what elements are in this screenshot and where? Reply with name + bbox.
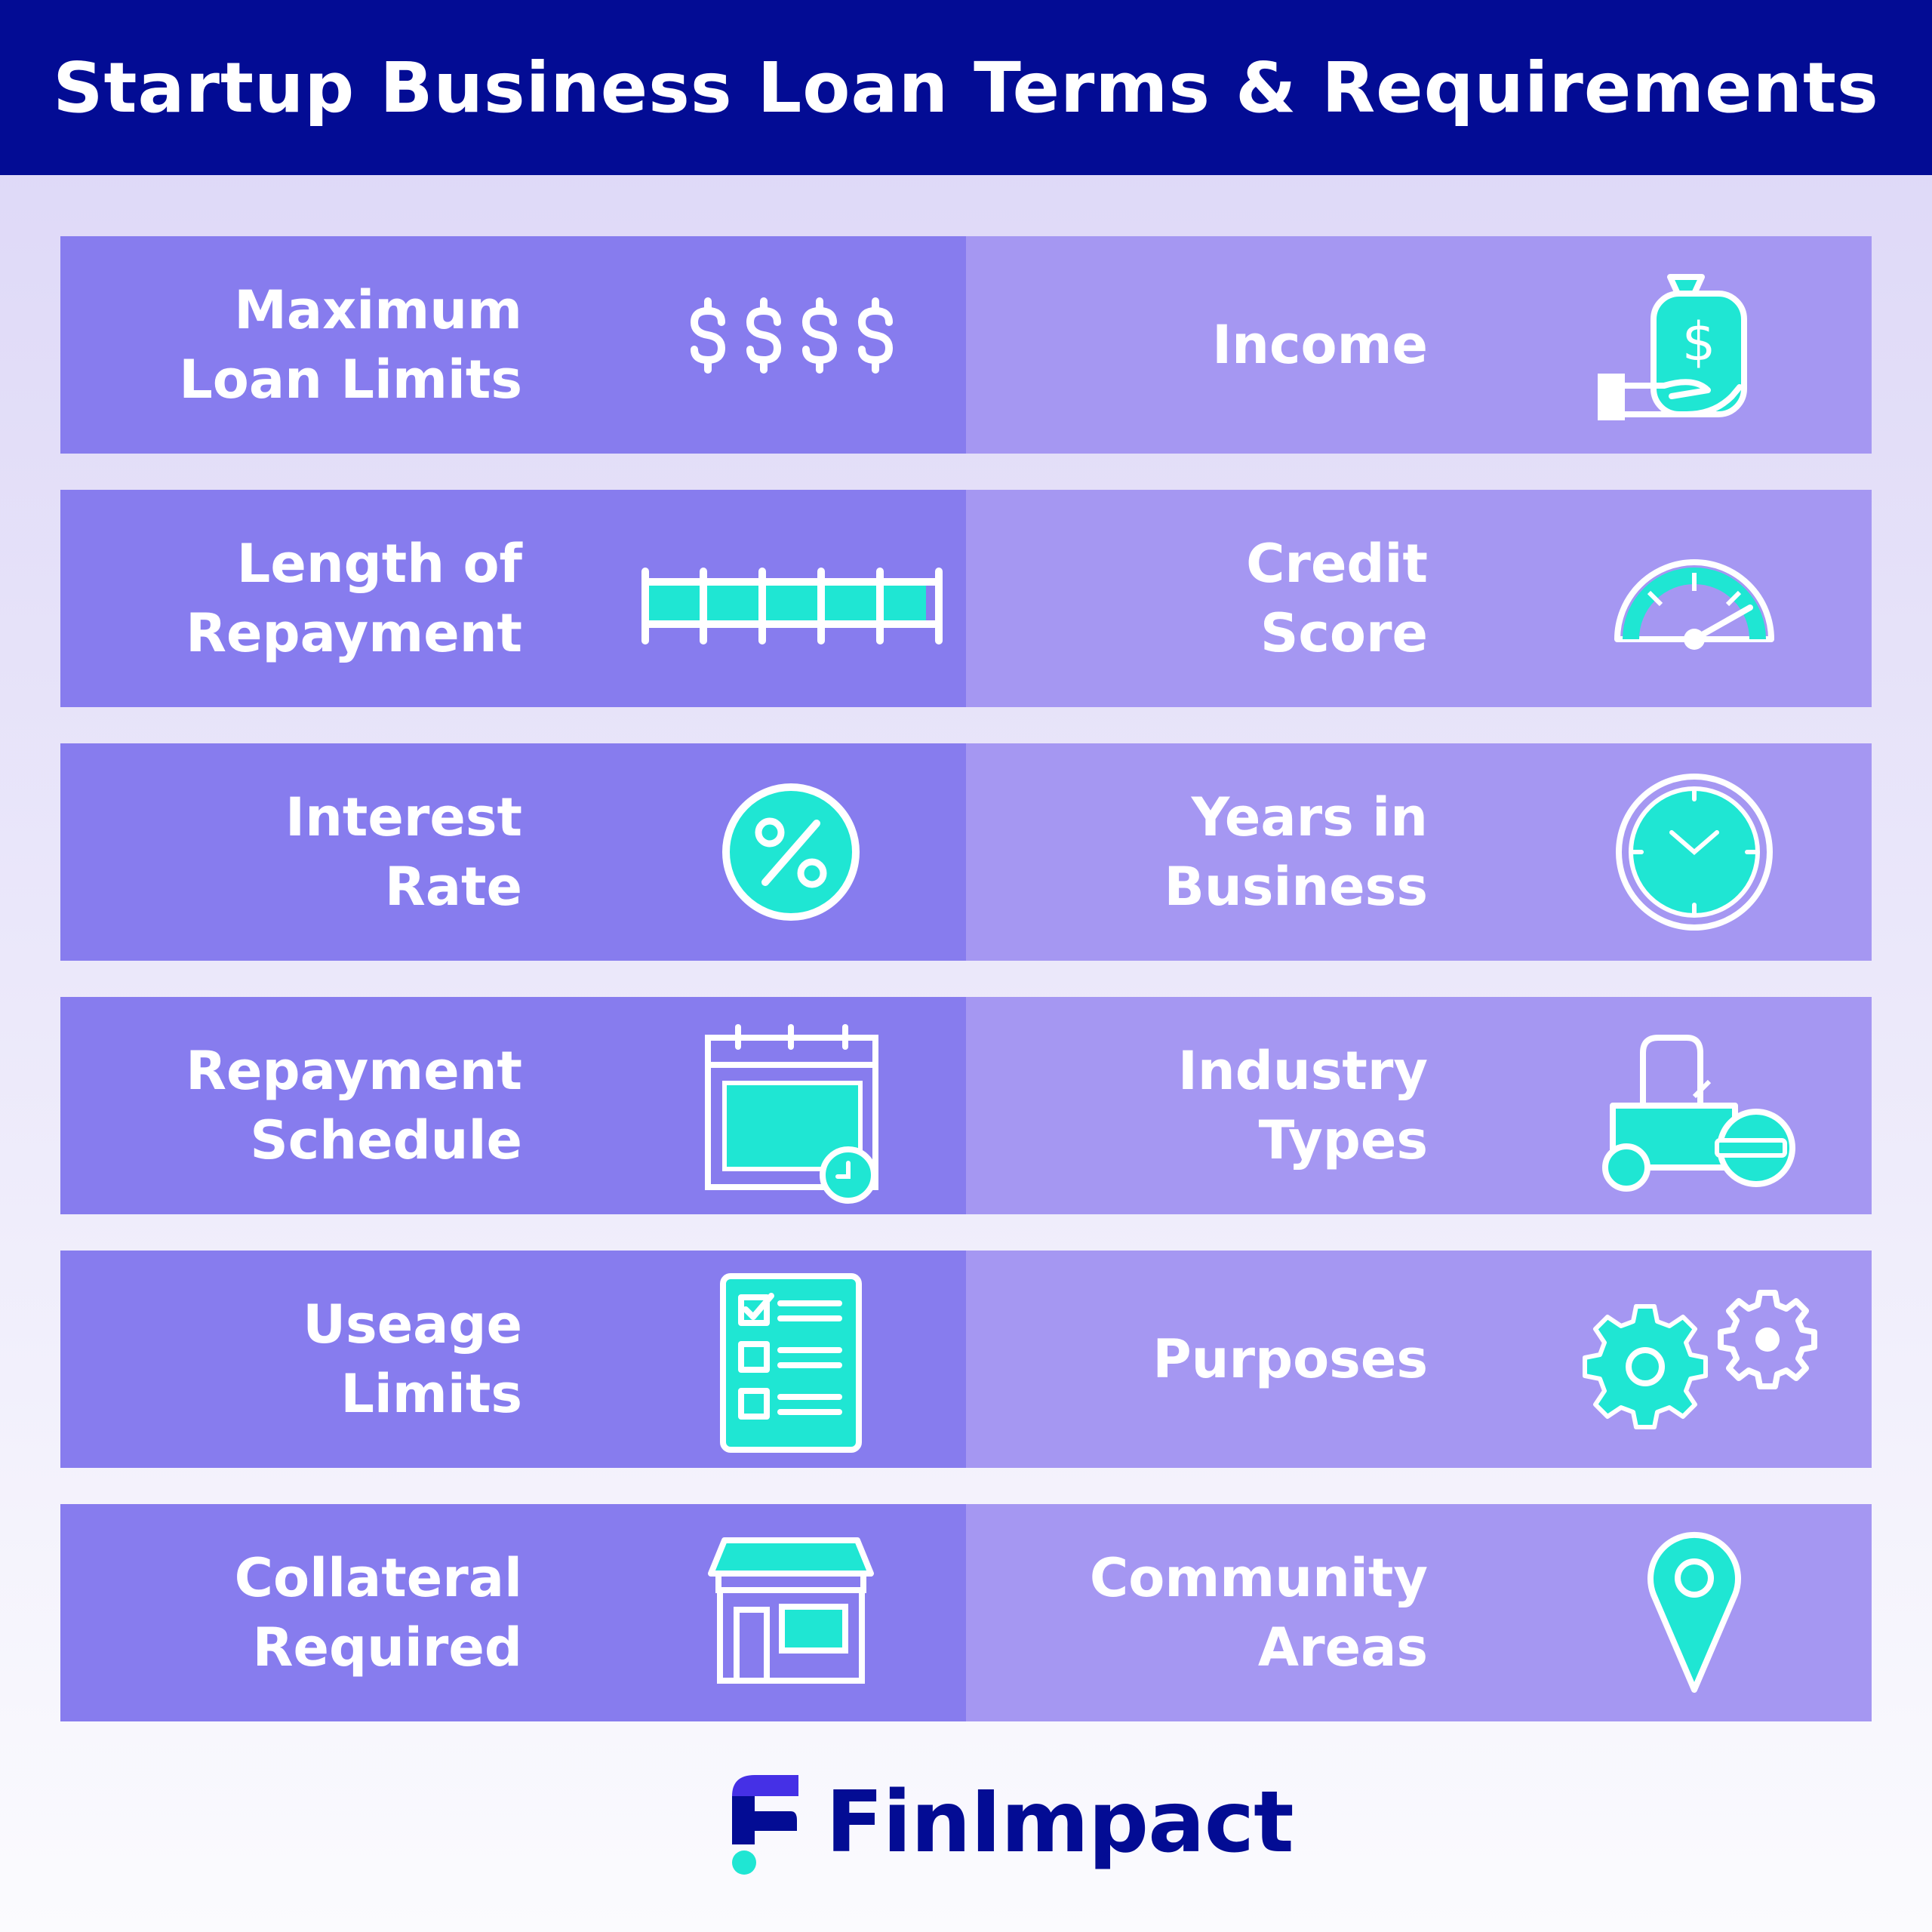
- svg-text:$: $: [1682, 311, 1716, 373]
- brand-footer: FinImpact: [724, 1766, 1294, 1879]
- row-6: Collateral Required Community Areas: [60, 1504, 1872, 1721]
- label-purposes: Purposes: [1152, 1328, 1428, 1390]
- cell-length-of-repayment: Length of Repayment: [60, 490, 966, 707]
- gears-icon: [1570, 1261, 1826, 1457]
- finimpact-logo: [724, 1766, 808, 1879]
- label-income: Income: [1212, 314, 1428, 376]
- percent-icon: [678, 754, 904, 950]
- storefront-icon: [678, 1515, 904, 1711]
- cell-max-loan-limits: Maximum Loan Limits: [60, 236, 966, 454]
- cell-repayment-schedule: Repayment Schedule: [60, 997, 966, 1214]
- cell-income: Income $: [966, 236, 1872, 454]
- label-useage-limits: Useage Limits: [303, 1294, 522, 1425]
- label-credit-score: Credit Score: [1246, 533, 1428, 664]
- location-pin-icon: [1581, 1515, 1807, 1711]
- cell-credit-score: Credit Score: [966, 490, 1872, 707]
- label-repayment-schedule: Repayment Schedule: [186, 1040, 522, 1171]
- label-community-areas: Community Areas: [1089, 1547, 1428, 1678]
- page-title: Startup Business Loan Terms & Requiremen…: [53, 47, 1879, 128]
- cell-industry-types: Industry Types: [966, 997, 1872, 1214]
- calendar-clock-icon: [678, 1008, 904, 1204]
- cell-interest-rate: Interest Rate: [60, 743, 966, 961]
- checklist-icon: [678, 1261, 904, 1457]
- cell-useage-limits: Useage Limits: [60, 1251, 966, 1468]
- label-max-loan-limits: Maximum Loan Limits: [179, 279, 522, 411]
- gauge-icon: [1581, 500, 1807, 697]
- clock-icon: [1581, 754, 1807, 950]
- label-collateral-required: Collateral Required: [234, 1547, 522, 1678]
- label-industry-types: Industry Types: [1177, 1040, 1428, 1171]
- header-banner: Startup Business Loan Terms & Requiremen…: [0, 0, 1932, 175]
- row-2: Length of Repayment Credit Score: [60, 490, 1872, 707]
- cell-purposes: Purposes: [966, 1251, 1872, 1468]
- brand-name: FinImpact: [826, 1774, 1294, 1872]
- cell-years-in-business: Years in Business: [966, 743, 1872, 961]
- row-1: Maximum Loan Limits: [60, 236, 1872, 454]
- label-interest-rate: Interest Rate: [285, 786, 522, 918]
- label-years-in-business: Years in Business: [1164, 786, 1429, 918]
- road-roller-icon: [1581, 1008, 1807, 1204]
- money-bag-hand-icon: $: [1581, 247, 1807, 443]
- row-4: Repayment Schedule Industry Types: [60, 997, 1872, 1214]
- dollar-signs-icon: [678, 247, 904, 443]
- row-5: Useage Limits Purposes: [60, 1251, 1872, 1468]
- label-length-of-repayment: Length of Repayment: [186, 533, 522, 664]
- row-3: Interest Rate Years in Business: [60, 743, 1872, 961]
- timeline-ruler-icon: [626, 500, 951, 697]
- cell-collateral-required: Collateral Required: [60, 1504, 966, 1721]
- cell-community-areas: Community Areas: [966, 1504, 1872, 1721]
